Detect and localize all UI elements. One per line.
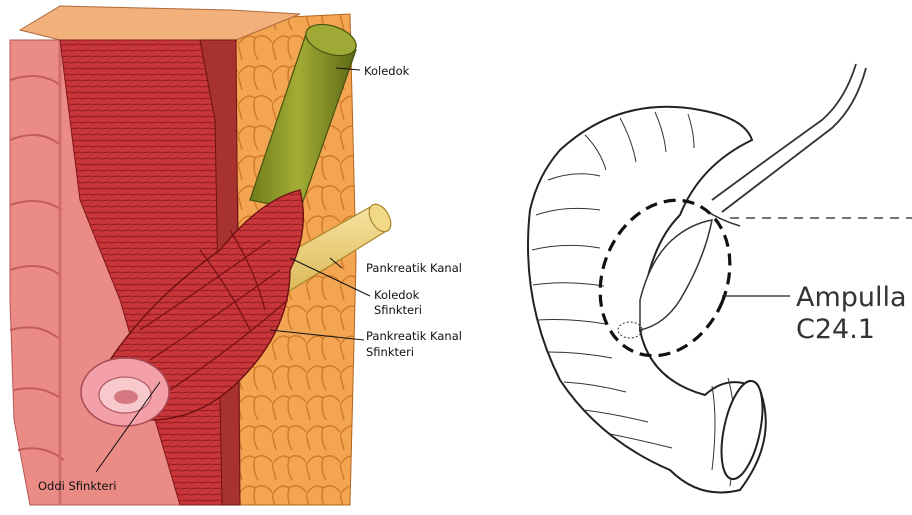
label-koledok-sfinkteri-line2: Sfinkteri bbox=[374, 303, 422, 317]
label-koledok-sfinkteri-line1: Koledok bbox=[374, 288, 420, 302]
sphincter-of-oddi-illustration: Koledok Pankreatik Kanal Koledok Sfinkte… bbox=[10, 6, 462, 505]
duodenum-ampulla-illustration: Ampulla C24.1 bbox=[528, 64, 912, 493]
label-ampulla: Ampulla bbox=[796, 282, 907, 313]
label-oddi-sfinkteri: Oddi Sfinkteri bbox=[38, 479, 117, 493]
papilla-opening bbox=[81, 358, 169, 426]
label-pankreatik-kanal-sfinkteri-line1: Pankreatik Kanal bbox=[366, 329, 462, 343]
label-pankreatik-kanal: Pankreatik Kanal bbox=[366, 261, 462, 275]
label-code: C24.1 bbox=[796, 314, 875, 345]
label-pankreatik-kanal-sfinkteri-line2: Sfinkteri bbox=[366, 345, 414, 359]
label-koledok: Koledok bbox=[364, 64, 410, 78]
